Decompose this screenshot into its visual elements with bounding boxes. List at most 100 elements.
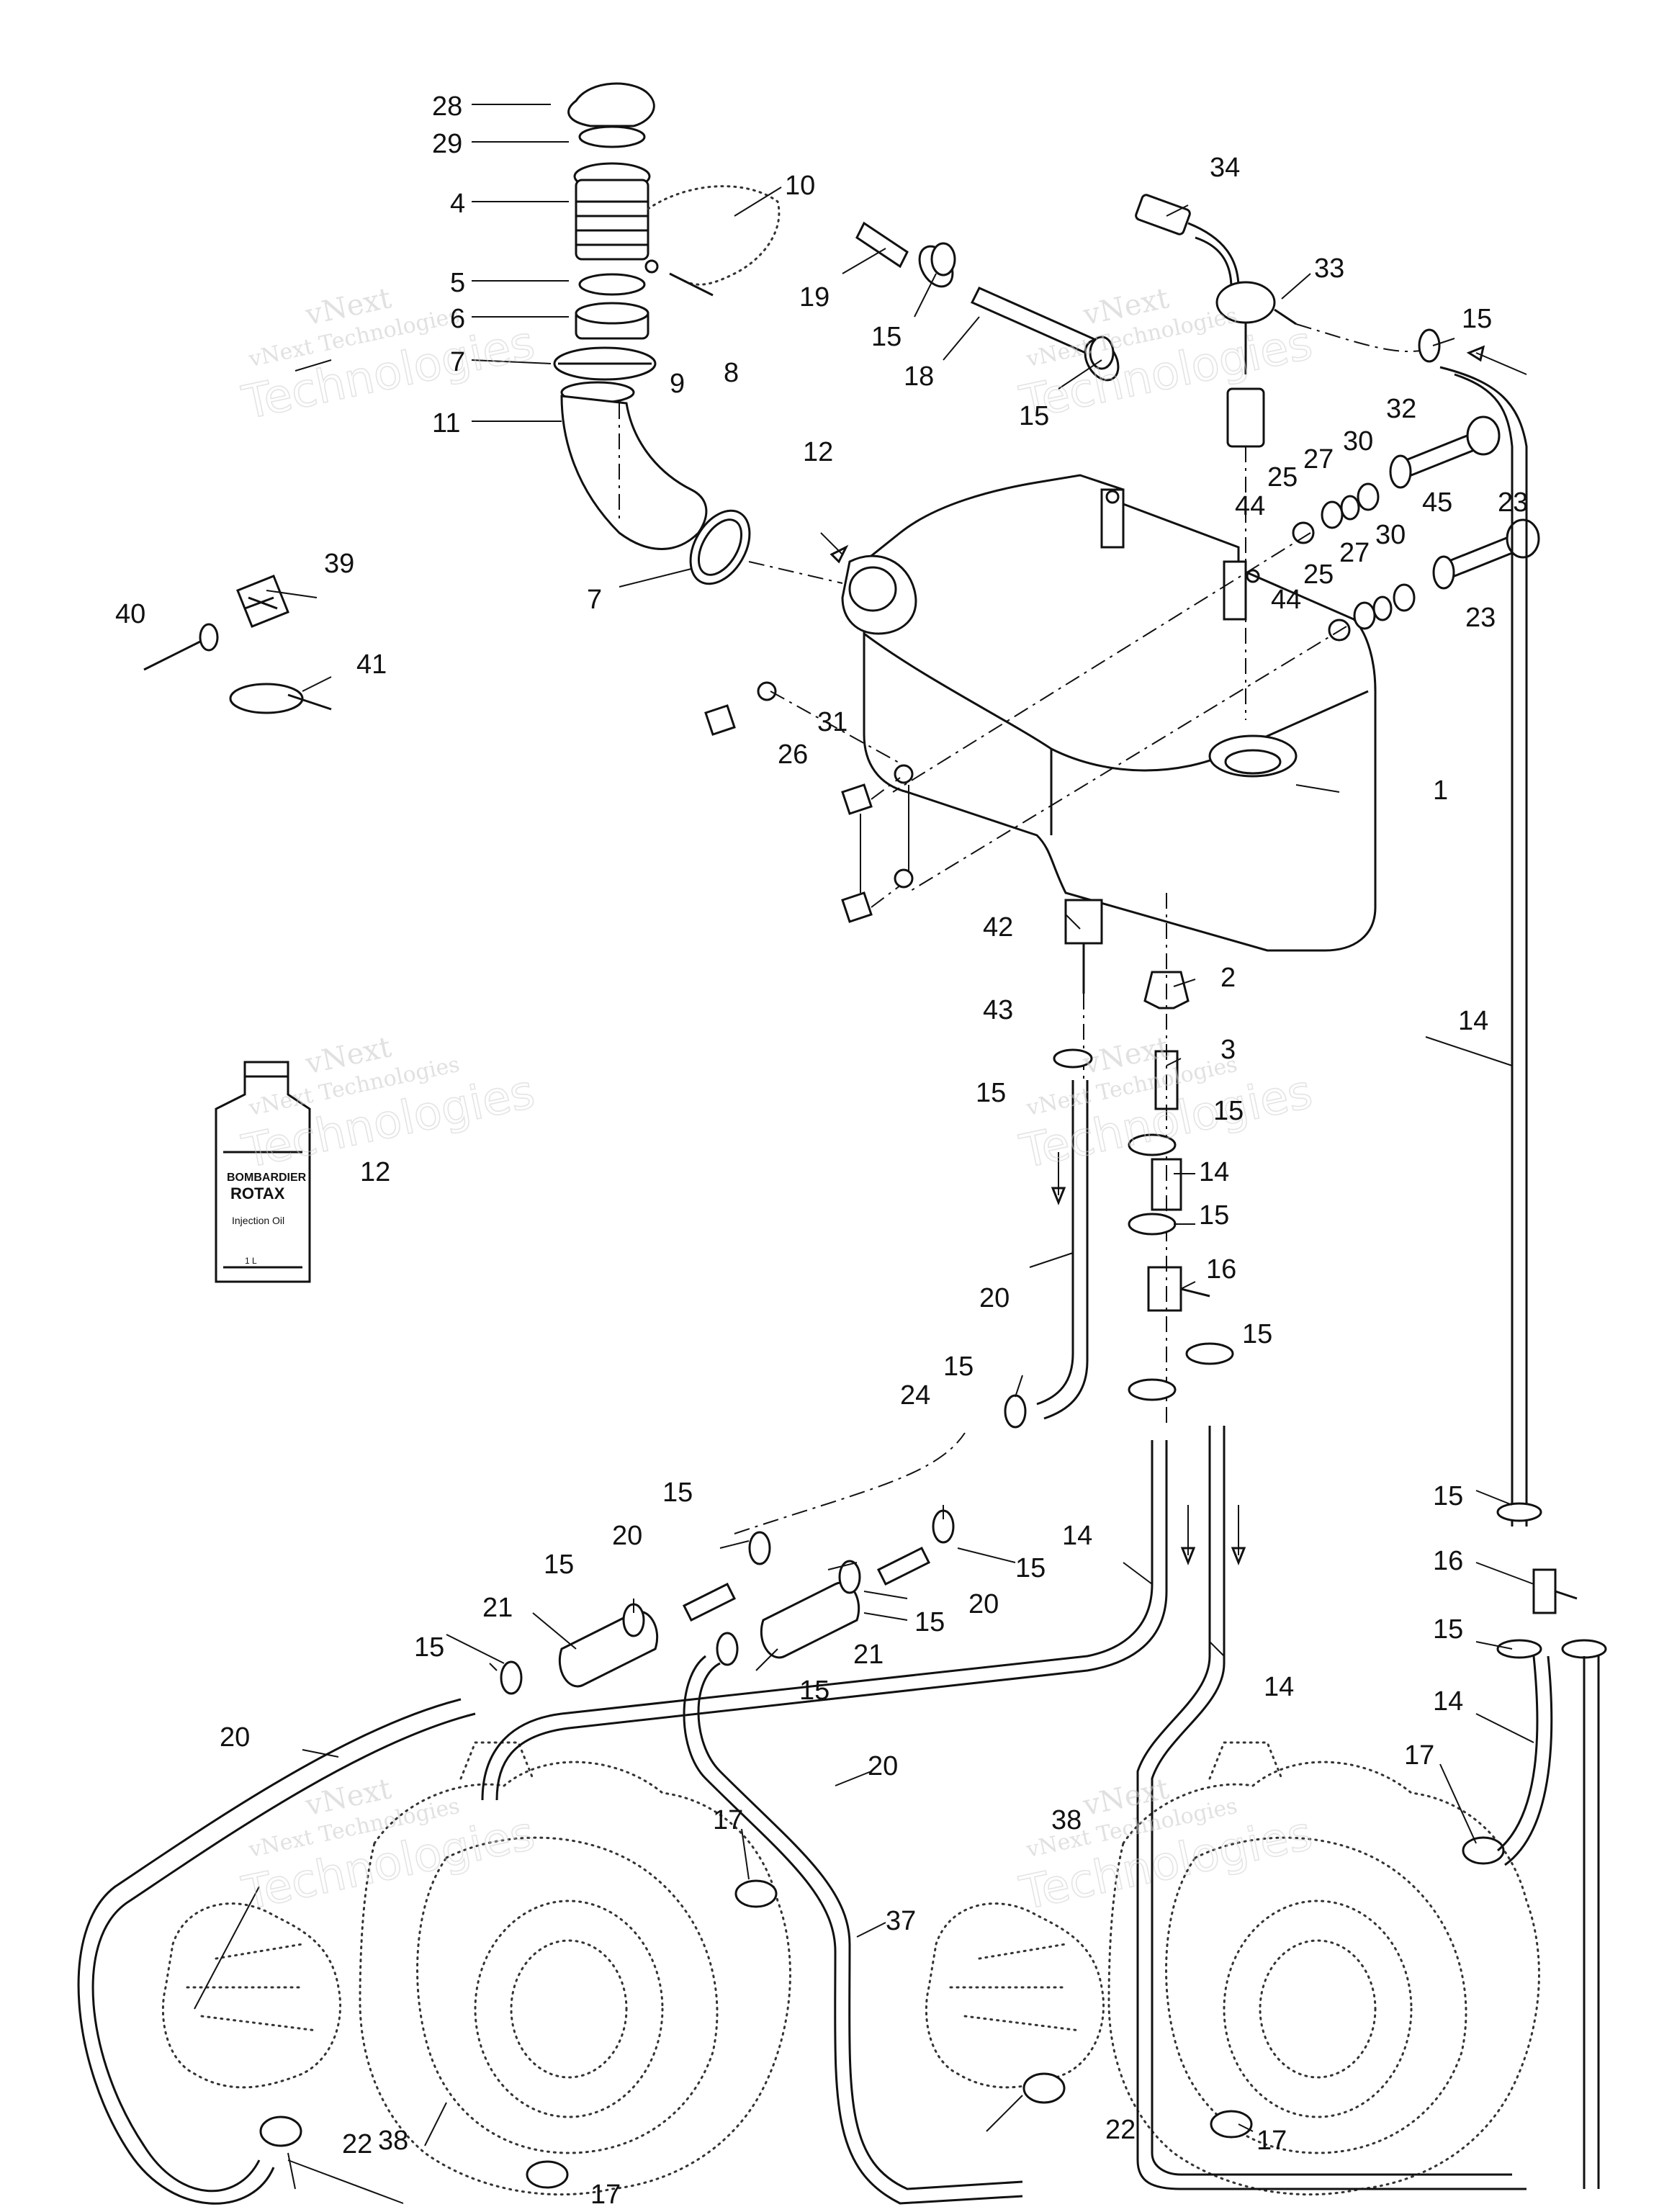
callout-7: 7 (587, 585, 602, 615)
callout-9: 9 (670, 369, 685, 399)
callout-6: 6 (450, 304, 465, 334)
callout-7: 7 (450, 347, 465, 377)
bottle-volume: 1 L (245, 1256, 257, 1266)
callout-29: 29 (432, 129, 462, 159)
callout-12: 12 (360, 1157, 390, 1187)
callout-22: 22 (1105, 2115, 1136, 2145)
watermark: vNext vNext Technologies Technologies vN… (237, 282, 1317, 1921)
fuel-filters (558, 1432, 966, 1688)
callout-17: 17 (1256, 2126, 1287, 2156)
bottle-subtitle: Injection Oil (232, 1215, 284, 1226)
callout-40: 40 (115, 599, 145, 629)
callout-33: 33 (1314, 253, 1344, 284)
callout-11: 11 (432, 408, 460, 439)
callout-30: 30 (1343, 426, 1373, 457)
bolts-washers (704, 415, 1540, 923)
callout-15: 15 (976, 1078, 1006, 1108)
callout-32: 32 (1386, 394, 1416, 424)
callout-20: 20 (612, 1521, 642, 1551)
callout-21: 21 (853, 1640, 884, 1670)
callout-1: 1 (1433, 775, 1448, 806)
callout-27: 27 (1339, 538, 1370, 568)
hose-14-center (481, 1426, 1527, 2190)
callout-15: 15 (662, 1478, 693, 1508)
callout-15: 15 (799, 1676, 830, 1706)
hose-14-right (1439, 366, 1528, 1527)
callout-15: 15 (1213, 1096, 1244, 1126)
callout-42: 42 (983, 912, 1013, 943)
callout-15: 15 (1433, 1481, 1463, 1511)
callout-14: 14 (1062, 1521, 1092, 1551)
callout-15: 15 (1242, 1319, 1272, 1349)
callout-20: 20 (979, 1283, 1010, 1313)
callout-2: 2 (1220, 963, 1236, 993)
callout-20: 20 (968, 1589, 999, 1619)
callout-12: 12 (803, 437, 833, 467)
callout-41: 41 (356, 649, 387, 680)
engine-right (925, 1741, 1540, 2196)
callout-15: 15 (1199, 1200, 1229, 1231)
fittings-center (1064, 893, 1210, 1426)
callout-37: 37 (886, 1906, 916, 1936)
callout-21: 21 (482, 1593, 513, 1623)
bottle-product: ROTAX (230, 1184, 285, 1202)
callout-4: 4 (450, 189, 465, 219)
callout-23: 23 (1498, 487, 1528, 518)
callout-8: 8 (724, 358, 739, 388)
callout-17: 17 (713, 1805, 743, 1835)
callout-15: 15 (544, 1550, 574, 1580)
callout-15: 15 (871, 322, 902, 352)
callout-10: 10 (785, 171, 815, 201)
callout-44: 44 (1235, 491, 1265, 521)
callout-15: 15 (414, 1632, 444, 1663)
callout-15: 15 (1433, 1614, 1463, 1645)
clamps (259, 242, 1607, 2189)
callout-45: 45 (1422, 487, 1452, 518)
leader-lines (194, 104, 1534, 2204)
callout-17: 17 (1404, 1740, 1434, 1771)
flow-arrows (820, 345, 1527, 1566)
callout-17: 17 (590, 2180, 621, 2210)
hose-20-lower (77, 1655, 1023, 2205)
callout-25: 25 (1267, 462, 1298, 493)
oil-tank (841, 474, 1377, 952)
callout-34: 34 (1210, 153, 1240, 183)
callout-14: 14 (1458, 1006, 1488, 1036)
callout-16: 16 (1206, 1254, 1236, 1285)
callout-43: 43 (983, 995, 1013, 1025)
callout-14: 14 (1199, 1157, 1229, 1187)
callout-15: 15 (1015, 1553, 1046, 1583)
callout-18: 18 (904, 361, 934, 392)
hose-20-left-top (1036, 1080, 1089, 1420)
bottle-brand: BOMBARDIER (227, 1172, 307, 1184)
callout-23: 23 (1465, 603, 1496, 633)
callout-20: 20 (220, 1722, 250, 1753)
callout-28: 28 (432, 91, 462, 122)
callout-38: 38 (1051, 1805, 1082, 1835)
callout-5: 5 (450, 268, 465, 298)
callout-38: 38 (378, 2126, 408, 2156)
misc-fasteners (143, 575, 332, 714)
callout-15: 15 (943, 1352, 974, 1382)
callout-19: 19 (799, 282, 830, 313)
callout-44: 44 (1271, 585, 1301, 615)
callouts: 28 29 4 10 5 6 7 9 8 11 12 7 39 40 41 34… (115, 91, 1528, 2210)
callout-24: 24 (900, 1380, 930, 1411)
filler-cap-assembly (553, 82, 843, 585)
callout-22: 22 (342, 2129, 372, 2159)
callout-14: 14 (1433, 1686, 1463, 1717)
callout-39: 39 (324, 549, 354, 579)
callout-14: 14 (1264, 1672, 1294, 1702)
callout-3: 3 (1220, 1035, 1236, 1065)
callout-27: 27 (1303, 444, 1334, 475)
callout-15: 15 (914, 1607, 945, 1637)
oil-bottle: BOMBARDIER ROTAX Injection Oil 1 L (215, 1061, 311, 1283)
callout-26: 26 (778, 739, 808, 770)
callout-16: 16 (1433, 1546, 1463, 1576)
callout-31: 31 (817, 707, 848, 737)
callout-25: 25 (1303, 559, 1334, 590)
callout-15: 15 (1462, 304, 1492, 334)
engine-left (161, 1741, 791, 2196)
callout-20: 20 (868, 1751, 898, 1781)
